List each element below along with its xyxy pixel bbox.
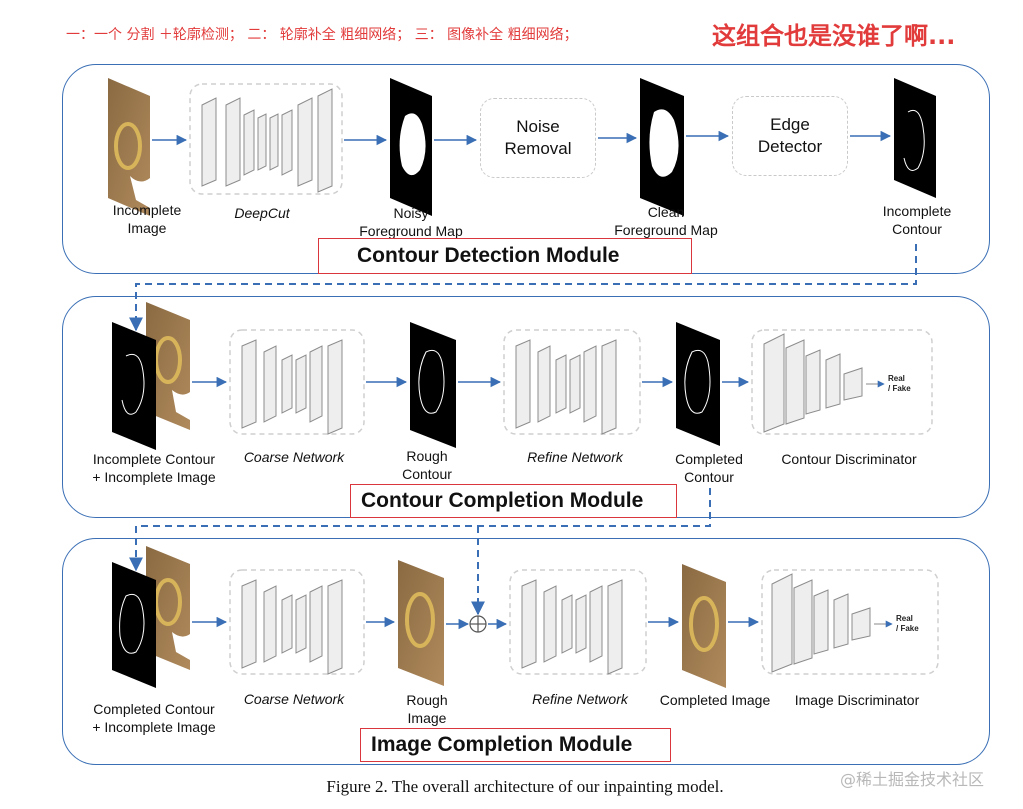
label-noisy-foreground-map: Noisy Foreground Map [359,205,463,239]
annotation-right-note: 这组合也是没谁了啊... [712,22,956,50]
refine-network [503,329,641,435]
module-title-image-completion: Image Completion Module [360,728,671,762]
annotation-left-note: 一：一个 分割 ＋轮廓检测； 二： 轮廓补全 粗细网络； 三： 图像补全 粗细网… [66,27,578,43]
rough-contour-map [410,322,456,448]
label-real-fake: Real / Fake [888,374,911,393]
label-coarse-network: Coarse Network [243,449,345,465]
contour-discriminator [751,329,933,435]
label-contour-discriminator: Contour Discriminator [781,451,917,467]
noise-removal-box: Noise Removal [480,98,596,178]
label-clean-foreground-map: Clean Foreground Map [614,204,718,238]
combine-operator-icon [469,615,487,633]
label-refine-network: Refine Network [532,691,628,707]
label-rough-contour: Rough Contour [402,448,452,482]
completed-contour-map [676,322,720,446]
label-incomplete-image: Incomplete Image [112,202,182,236]
noisy-foreground-map [390,78,432,216]
module-title-contour-detection: Contour Detection Module [318,238,692,274]
image-completion-input-stack [112,546,190,688]
rough-image-thumbnail [398,560,444,686]
label-deepcut: DeepCut [234,205,290,221]
label-rough-image: Rough Image [406,692,448,726]
clean-foreground-map [640,78,684,216]
label-contour-completion-input: Incomplete Contour + Incomplete Image [92,451,216,485]
watermark: @稀土掘金技术社区 [840,770,985,789]
figure-caption: Figure 2. The overall architecture of ou… [326,777,724,796]
refine-network [509,569,647,675]
label-completed-contour: Completed Contour [675,451,743,485]
incomplete-contour-map [894,78,936,198]
module-title-contour-completion: Contour Completion Module [350,484,677,518]
label-refine-network: Refine Network [527,449,623,465]
dashed-connector [129,244,917,332]
completed-image-thumbnail [682,564,726,688]
label-real-fake: Real / Fake [896,614,919,633]
label-image-completion-input: Completed Contour + Incomplete Image [92,701,216,735]
deepcut-network [189,83,343,195]
dashed-connector [129,488,711,572]
coarse-network [229,569,365,675]
image-discriminator [761,569,939,675]
label-image-discriminator: Image Discriminator [794,692,920,708]
completion-input-stack [112,302,190,450]
label-coarse-network: Coarse Network [243,691,345,707]
incomplete-image-thumbnail [108,78,150,216]
label-completed-image: Completed Image [659,692,771,708]
image-completion-module [62,538,990,765]
label-incomplete-contour: Incomplete Contour [882,203,952,237]
edge-detector-box: Edge Detector [732,96,848,176]
coarse-network [229,329,365,435]
